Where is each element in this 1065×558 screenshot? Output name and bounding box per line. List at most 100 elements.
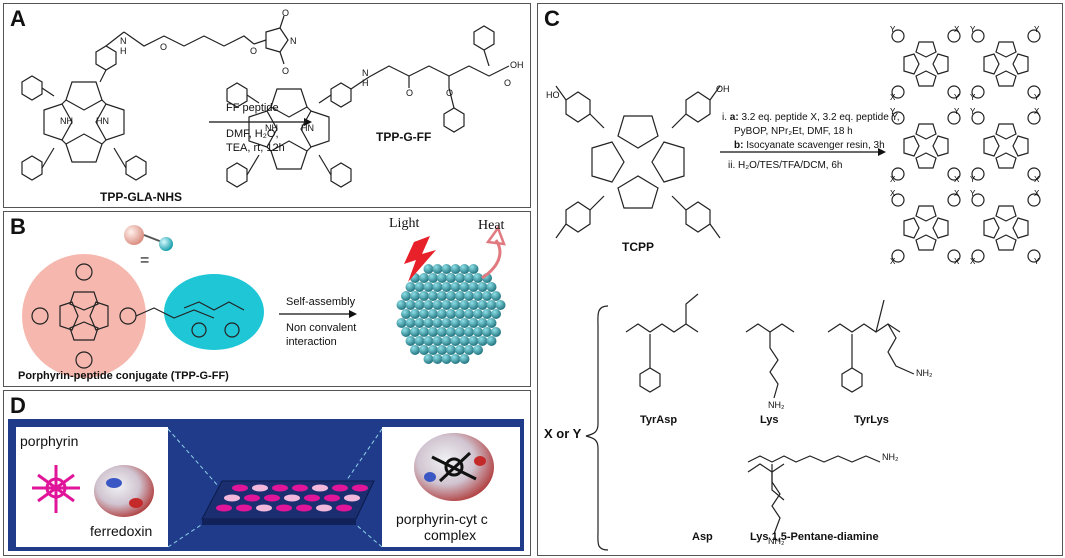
substituent-label: Y [970,189,976,198]
peptide-tyrasp: TyrAsp [640,414,678,426]
group-o-1: O [160,42,168,52]
panel-d-graphics [32,428,494,548]
nanoparticle-bead [437,291,447,301]
nanoparticle-bead [428,273,438,283]
nanoparticle-bead [450,318,461,328]
nanoparticle-bead [405,300,416,310]
nanoparticle [396,264,506,364]
nanoparticle-bead [486,282,497,292]
group-oh: OH [510,60,524,70]
nh-label-1: NH [60,116,73,126]
nanoparticle-bead [455,309,465,319]
legend-pink-bead [124,225,144,245]
panel-b: B [3,211,531,387]
nanoparticle-bead [450,300,461,310]
reagent-above-arrow: FF peptide [226,102,279,114]
nanoparticle-bead [428,309,438,319]
peptide-sketch [183,301,245,338]
substituent-label: X [954,25,960,34]
heat-label: Heat [478,218,505,233]
nanoparticle-bead [414,336,425,346]
nh-label-2: NH [265,123,278,133]
tcpp-oh-label: OH [716,84,730,94]
nanoparticle-bead [437,327,447,337]
peptide-tyrlys-structure [827,299,915,393]
nanoparticle-bead [464,345,474,355]
substituent-label: Y [1034,25,1040,34]
ferredoxin-protein [94,465,154,517]
nanoparticle-bead [477,300,488,310]
non-covalent-label: Non convalent [286,322,357,334]
nanoparticle-bead [459,354,470,364]
panel-b-graphics [22,225,506,378]
conjugate-name: Porphyrin-peptide conjugate (TPP-G-FF) [18,370,229,382]
plate-well [244,494,260,502]
xy-bracket [585,305,609,551]
conditions-line1: DMF, H₂O, [226,128,279,140]
nanoparticle-bead [486,300,497,310]
plate-well [276,504,292,512]
nanoparticle-bead [437,273,447,283]
nanoparticle-bead [482,291,492,301]
nanoparticle-bead [410,291,420,301]
panel-a-label: A [10,6,26,31]
nanoparticle-bead [419,291,429,301]
nanoparticle-bead [464,327,474,337]
nanoparticle-bead [428,327,438,337]
cond-b-text: Isocyanate scavenger resin, 3h [743,140,885,151]
ferredoxin-label: ferredoxin [90,523,153,539]
panel-c-structures [555,85,915,551]
plate-well [312,484,328,492]
nanoparticle-bead [410,309,420,319]
peptide-asp-structure [747,463,785,501]
nanoparticle-bead [423,264,434,274]
plate-well [272,484,288,492]
nanoparticle-bead [446,291,456,301]
nanoparticle-bead [468,300,479,310]
cond-a-marker: a: [729,112,739,123]
nanoparticle-bead [473,327,483,337]
plate-well [336,504,352,512]
group-o-5: O [282,66,290,76]
plate-well [332,484,348,492]
equals-sign: = [140,252,150,269]
product-porphyrin [226,76,370,188]
nanoparticle-bead [414,318,425,328]
nanoparticle-bead [450,336,461,346]
hn-label-1: HN [96,116,109,126]
condition-step1a: i. a: 3.2 eq. peptide X, 3.2 eq. peptide… [722,112,900,123]
substituent-label: X [890,189,896,198]
self-assembly-label: Self-assembly [286,296,356,308]
peptide-lys: Lys [760,414,779,426]
substituent-label: Y [970,25,976,34]
nanoparticle-bead [455,273,465,283]
substituent-label: X [954,189,960,198]
heat-arrow [481,239,502,280]
plate-well [324,494,340,502]
substituent-label: Y [954,93,960,102]
panel-c-label: C [544,6,560,31]
nanoparticle-bead [468,282,479,292]
nanoparticle-bead [441,318,452,328]
plate-well [292,484,308,492]
group-h-2: H [362,78,369,88]
nanoparticle-bead [450,264,461,274]
substituent-label: X [890,93,896,102]
nanoparticle-bead [405,318,416,328]
porphyrin-molecule [32,465,80,513]
nanoparticle-bead [401,309,411,319]
nanoparticle-bead [428,291,438,301]
peptide-tyrlys: TyrLys [854,414,889,426]
peptide-lys-structure [745,323,795,399]
nanoparticle-bead [437,345,447,355]
substituent-label: Y [970,93,976,102]
nanoparticle-bead [432,336,443,346]
nanoparticle-bead [441,354,452,364]
nanoparticle-bead [441,300,452,310]
reactant-porphyrin [21,31,147,181]
product-name: TPP-G-FF [376,130,432,144]
nh2-label-4: NH₂ [882,452,899,462]
